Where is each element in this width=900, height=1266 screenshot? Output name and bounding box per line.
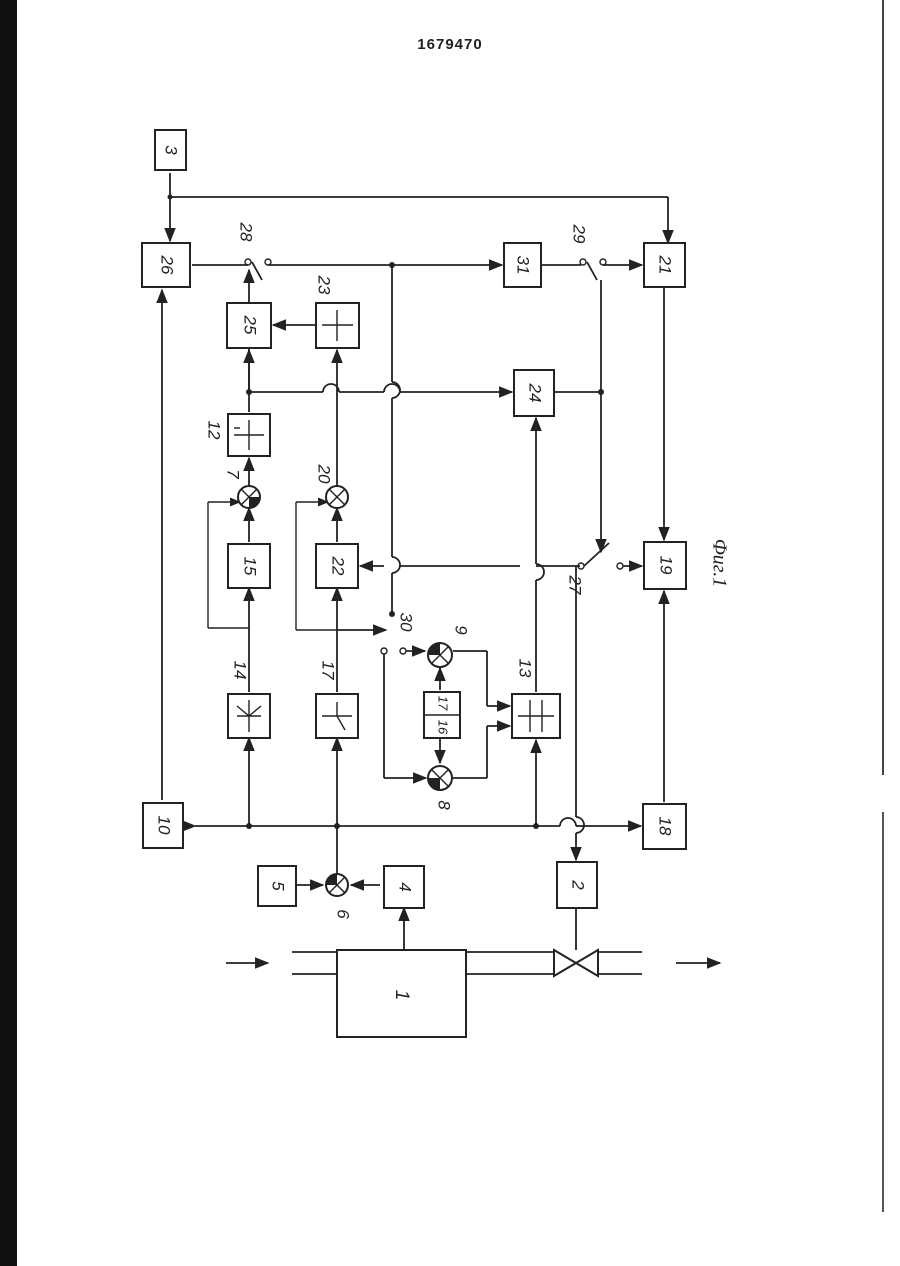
- summer-9-label: 9: [452, 625, 471, 635]
- block-24-label: 24: [526, 383, 545, 403]
- block-10-label: 10: [155, 816, 174, 835]
- block-21: 21: [644, 243, 685, 287]
- block-12-label: 12: [205, 421, 224, 440]
- block-18-label: 18: [656, 817, 675, 836]
- summer-9: [428, 643, 452, 667]
- switch-30-label: 30: [397, 613, 416, 632]
- block-31-label: 31: [514, 256, 533, 275]
- switch-28-label: 28: [237, 222, 256, 242]
- block-11: [316, 694, 358, 738]
- summer-6-label: 6: [334, 909, 353, 919]
- switch-29-label: 29: [570, 224, 589, 244]
- summer-8-label: 8: [435, 800, 454, 810]
- valve: [554, 950, 598, 976]
- block-14-label: 14: [231, 661, 250, 680]
- block-17-label: 17: [436, 696, 451, 711]
- switch-27-label: 27: [566, 575, 585, 595]
- block-2-label: 2: [569, 879, 588, 890]
- block-4-label: 4: [396, 882, 415, 891]
- tank-1-label: 1: [391, 990, 412, 1001]
- block-25: 25: [227, 303, 271, 348]
- block-22: 22: [316, 544, 358, 588]
- block-3: 3: [155, 130, 186, 170]
- summer-8: [428, 766, 452, 790]
- block-16-17: 17 16: [424, 692, 460, 738]
- block-13-label: 13: [516, 659, 535, 678]
- block-5: 5: [258, 866, 296, 906]
- block-11-label: 17: [319, 661, 338, 680]
- block-12: [228, 414, 270, 456]
- block-26: 26: [142, 243, 190, 287]
- block-31: 31: [504, 243, 541, 287]
- summer-20-label: 20: [315, 464, 334, 484]
- summer-7-label: 7: [224, 469, 243, 479]
- block-26-label: 26: [158, 255, 177, 275]
- block-18: 18: [643, 804, 686, 849]
- summer-20: [326, 486, 348, 508]
- block-23-label: 23: [315, 275, 334, 295]
- block-25-label: 25: [241, 315, 260, 335]
- block-2: 2: [557, 862, 597, 908]
- block-10: 10: [143, 803, 183, 848]
- block-13: [512, 694, 560, 738]
- block-22-label: 22: [329, 556, 348, 576]
- block-19-label: 19: [657, 556, 676, 575]
- block-3-label: 3: [162, 145, 181, 155]
- block-23: [316, 303, 359, 348]
- summer-7: [238, 486, 260, 508]
- block-24: 24: [514, 370, 554, 416]
- block-4: 4: [384, 866, 424, 908]
- figure-caption: Фиг.1: [708, 539, 730, 588]
- block-16-label: 16: [436, 720, 451, 735]
- block-21-label: 21: [656, 255, 675, 275]
- summer-6: [326, 874, 348, 896]
- block-19: 19: [644, 542, 686, 589]
- block-15: 15: [228, 544, 270, 588]
- block-5-label: 5: [269, 881, 288, 891]
- tank-1: 1: [337, 950, 466, 1037]
- block-15-label: 15: [241, 557, 260, 576]
- block-14: [228, 694, 270, 738]
